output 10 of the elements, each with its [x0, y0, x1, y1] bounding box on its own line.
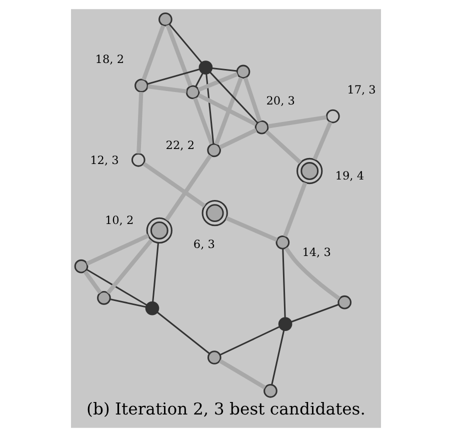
node-label: 10, 2 — [104, 213, 134, 226]
node-label: 17, 3 — [346, 82, 376, 96]
node-label: 6, 3 — [192, 237, 214, 250]
caption: (b) Iteration 2, 3 best candidates. — [86, 398, 365, 418]
node-label: 12, 3 — [90, 154, 118, 167]
node-label: 18, 2 — [94, 52, 124, 66]
node-label: 19, 4 — [334, 169, 364, 182]
node-label: 22, 2 — [165, 138, 194, 152]
node-label: 20, 3 — [266, 94, 294, 108]
node-label: 14, 3 — [302, 246, 330, 259]
